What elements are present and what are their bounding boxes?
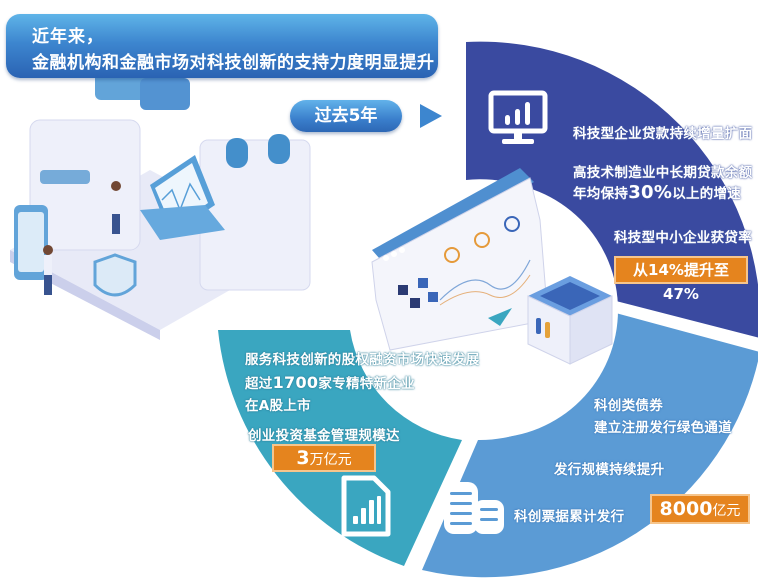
title-line-2: 金融机构和金融市场对科技创新的支持力度明显提升 xyxy=(32,53,435,73)
equity-line-2: 超过1700家专精特新企业 xyxy=(245,372,415,392)
loan-rate-badge: 从14%提升至47% xyxy=(614,256,748,303)
loans-line-3-prefix: 年均保持 xyxy=(573,186,629,202)
bonds-line-2: 建立注册发行绿色通道 xyxy=(594,420,732,436)
equity-line-2-prefix: 超过 xyxy=(245,376,273,392)
bonds-line-3: 发行规模持续提升 xyxy=(554,462,665,478)
bonds-line-1: 科创类债券 xyxy=(594,398,663,414)
coin-stack-icon xyxy=(444,482,504,534)
equity-line-4: 创业投资基金管理规模达 xyxy=(248,428,400,444)
equity-line-3: 在A股上市 xyxy=(245,398,311,414)
listed-companies-count: 1700 xyxy=(272,373,319,392)
loans-line-3: 年均保持30%以上的增速 xyxy=(573,182,741,203)
bond-issuance-value: 8000 xyxy=(659,498,713,520)
bond-issuance-badge: 8000亿元 xyxy=(650,494,750,524)
bonds-line-4: 科创票据累计发行 xyxy=(514,509,625,525)
blue-sector xyxy=(422,312,758,578)
vc-fund-value: 3 xyxy=(296,447,310,469)
loans-line-3-suffix: 以上的增速 xyxy=(672,186,742,202)
vc-fund-badge: 3万亿元 xyxy=(272,444,376,472)
bond-issuance-unit: 亿元 xyxy=(712,503,741,519)
loans-growth-value: 30% xyxy=(628,182,673,203)
loans-line-1: 科技型企业贷款持续增量扩面 xyxy=(573,126,753,142)
loans-line-2: 高技术制造业中长期贷款余额 xyxy=(573,165,753,181)
title-line-1: 近年来， xyxy=(32,27,104,47)
loans-line-4: 科技型中小企业获贷率 xyxy=(614,230,752,246)
server-illustration xyxy=(10,60,311,340)
equity-line-2-suffix: 家专精特新企业 xyxy=(318,376,415,392)
title-banner: 近年来， 金融机构和金融市场对科技创新的支持力度明显提升 xyxy=(6,14,438,78)
equity-line-1: 服务科技创新的股权融资市场快速发展 xyxy=(245,352,480,368)
monitor-bar-chart-icon xyxy=(488,90,548,144)
arrow-right-icon xyxy=(420,104,442,128)
vc-fund-unit: 万亿元 xyxy=(309,452,352,468)
document-bar-chart-icon xyxy=(341,475,391,537)
period-pill: 过去5年 xyxy=(290,100,402,132)
dashboard-illustration xyxy=(371,168,613,365)
